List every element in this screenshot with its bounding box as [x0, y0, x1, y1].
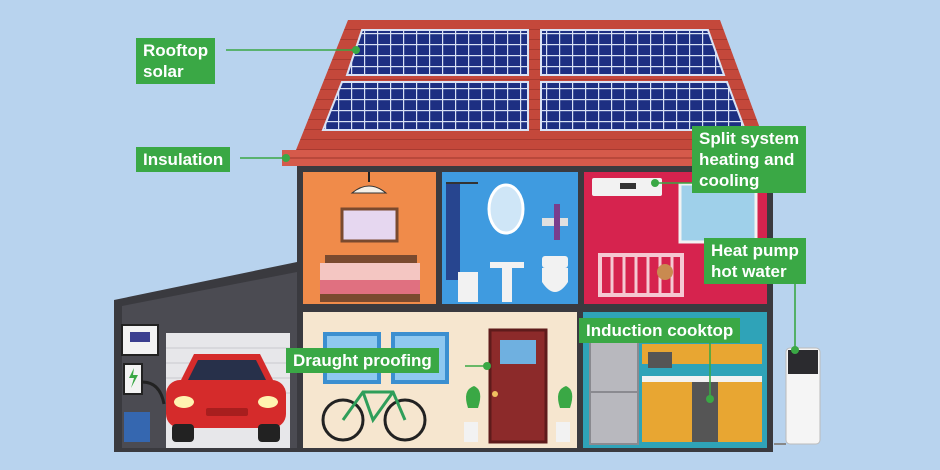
insulation-label: Insulation	[136, 147, 231, 172]
leader-dots	[282, 46, 799, 403]
rooftop-solar-label: Rooftop solar	[136, 38, 216, 84]
induction-cooktop-label: Induction cooktop	[579, 318, 741, 343]
ev-charger-icon	[121, 324, 166, 442]
bedroom	[303, 172, 436, 304]
bathroom	[442, 172, 578, 304]
solar-panels	[321, 29, 747, 131]
leader-lines	[226, 49, 796, 398]
electric-car-icon	[166, 354, 286, 442]
living-room	[303, 312, 577, 448]
heat-pump-label: Heat pump hot water	[704, 238, 806, 284]
split-system-label: Split system heating and cooling	[692, 126, 807, 193]
heat-pump-icon	[774, 347, 821, 445]
draught-proofing-label: Draught proofing	[286, 348, 439, 373]
